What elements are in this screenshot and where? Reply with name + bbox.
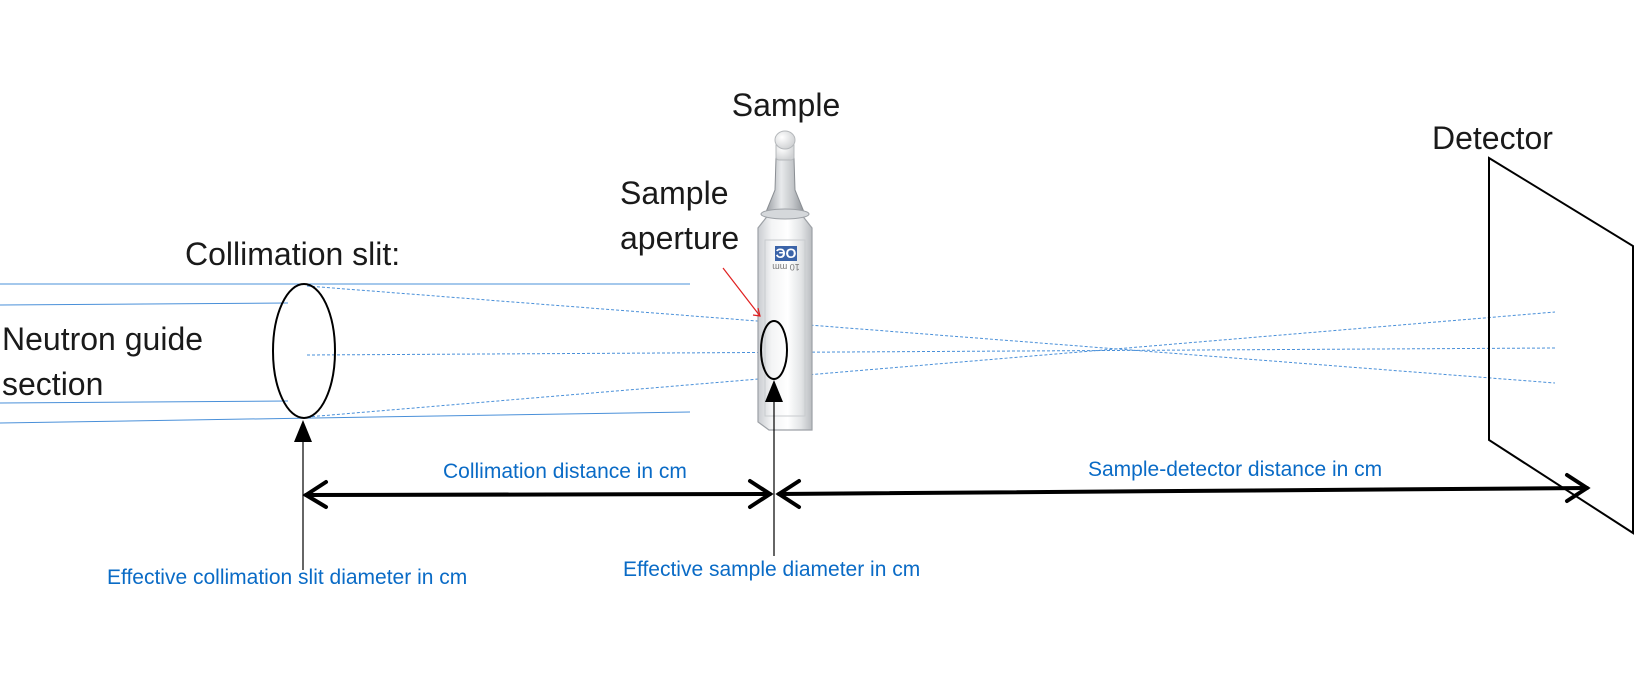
sample-aperture-pointer [722,267,761,317]
guide-line-bottom-outer [0,411,691,424]
neutron-guide-label-line1: Neutron guide [2,321,203,357]
sample-detector-distance-label: Sample-detector distance in cm [1088,458,1382,481]
sample-detector-distance-arrow [775,473,1591,509]
beam-rays [306,285,1556,418]
collimation-slit-diameter-label: Effective collimation slit diameter in c… [107,566,467,589]
guide-line-bottom-inner [0,400,289,404]
neutron-guide-lines [0,283,691,424]
sample-diameter-pointer [765,380,783,556]
sample-aperture-label-line1: Sample [620,175,729,211]
guide-line-top-inner [0,302,289,306]
collimation-slit-ellipse [272,283,336,419]
collimation-slit-label: Collimation slit: [185,236,400,272]
sample-aperture-ellipse [760,320,788,380]
cuvette-path-text: 10 mm [772,262,800,272]
sample-diameter-label: Effective sample diameter in cm [623,558,920,581]
cuvette-logo [775,246,797,261]
detector-panel [1488,156,1634,535]
beam-ray-central [306,347,1556,356]
beam-ray-descending [306,285,1556,384]
sample-label: Sample [732,87,841,123]
collimation-distance-arrow [302,479,774,509]
collimation-distance-label: Collimation distance in cm [443,460,687,483]
neutron-guide-label-line2: section [2,366,103,402]
cuvette-icon: ЭO 10 mm [757,130,813,431]
cuvette-logo-text: ЭO [776,245,797,261]
detector-label: Detector [1432,120,1553,156]
slit-diameter-pointer [294,420,312,570]
sample-aperture-label-line2: aperture [620,220,739,256]
beam-ray-ascending [306,311,1556,418]
